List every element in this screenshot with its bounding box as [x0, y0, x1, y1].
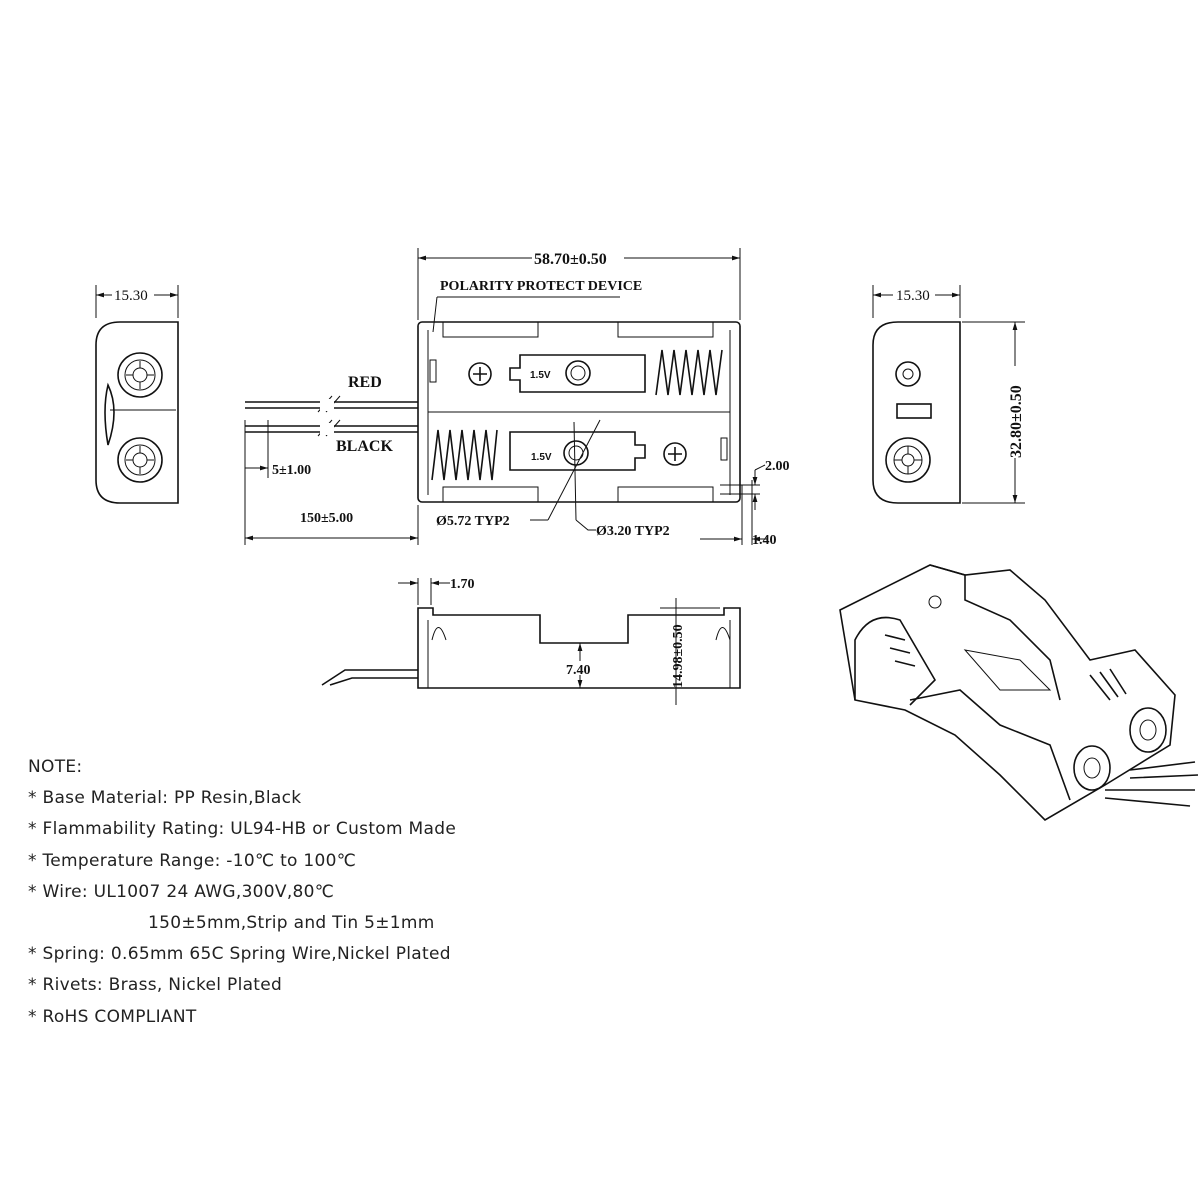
side-view: 1.70 7.40 14.98±0.50 — [321, 577, 741, 705]
note-item: * Base Material: PP Resin,Black — [28, 788, 302, 809]
left-width-dim: 15.30 — [114, 288, 148, 304]
note-item: * Wire: UL1007 24 AWG,300V,80℃ — [28, 881, 335, 902]
notes-section: NOTE: * Base Material: PP Resin,Black * … — [28, 752, 456, 1033]
note-item-continued: 150±5mm,Strip and Tin 5±1mm — [148, 912, 435, 933]
spring-top-icon — [655, 349, 723, 396]
top-width-dim: 58.70±0.50 — [534, 251, 607, 268]
note-item: * Temperature Range: -10℃ to 100℃ — [28, 850, 357, 871]
polarity-label: POLARITY PROTECT DEVICE — [440, 279, 642, 294]
left-contact-top-icon — [117, 352, 163, 398]
wire-red-label: RED — [348, 374, 382, 391]
plus-terminal-icon — [468, 362, 492, 386]
plus-terminal-bottom-icon — [663, 442, 687, 466]
wall-dim: 1.70 — [450, 577, 475, 592]
note-item: * RoHS COMPLIANT — [28, 1006, 197, 1027]
right-contact-icon — [885, 437, 931, 483]
battery-label-top: 1.5V — [530, 370, 551, 381]
right-end-view: 15.30 32.80±0.50 — [872, 285, 1025, 504]
depth-dim: 7.40 — [566, 663, 591, 678]
spring-bottom-icon — [431, 429, 498, 481]
note-item: * Rivets: Brass, Nickel Plated — [28, 975, 283, 996]
battery-label-bottom: 1.5V — [531, 452, 552, 463]
notes-title: NOTE: — [28, 757, 83, 777]
isometric-view — [839, 564, 1199, 822]
wire-black-label: BLACK — [336, 438, 393, 455]
hole-small-dim: Ø3.20 TYP2 — [596, 524, 670, 539]
top-view: 58.70±0.50 POLARITY PROTECT DEVICE 1.5V … — [244, 248, 790, 548]
tab-dim-1: 1.40 — [752, 533, 777, 548]
note-item: * Spring: 0.65mm 65C Spring Wire,Nickel … — [28, 944, 451, 965]
wire-length-dim: 150±5.00 — [300, 511, 353, 526]
tab-dim-2: 2.00 — [765, 459, 790, 474]
side-height-dim: 14.98±0.50 — [671, 624, 686, 688]
right-width-dim: 15.30 — [896, 288, 930, 304]
hole-large-dim: Ø5.72 TYP2 — [436, 514, 510, 529]
left-contact-bottom-icon — [117, 437, 163, 483]
left-end-view: 15.30 — [95, 285, 179, 504]
strip-dim: 5±1.00 — [272, 463, 311, 478]
note-item: * Flammability Rating: UL94-HB or Custom… — [28, 819, 457, 840]
right-height-dim: 32.80±0.50 — [1008, 385, 1025, 458]
